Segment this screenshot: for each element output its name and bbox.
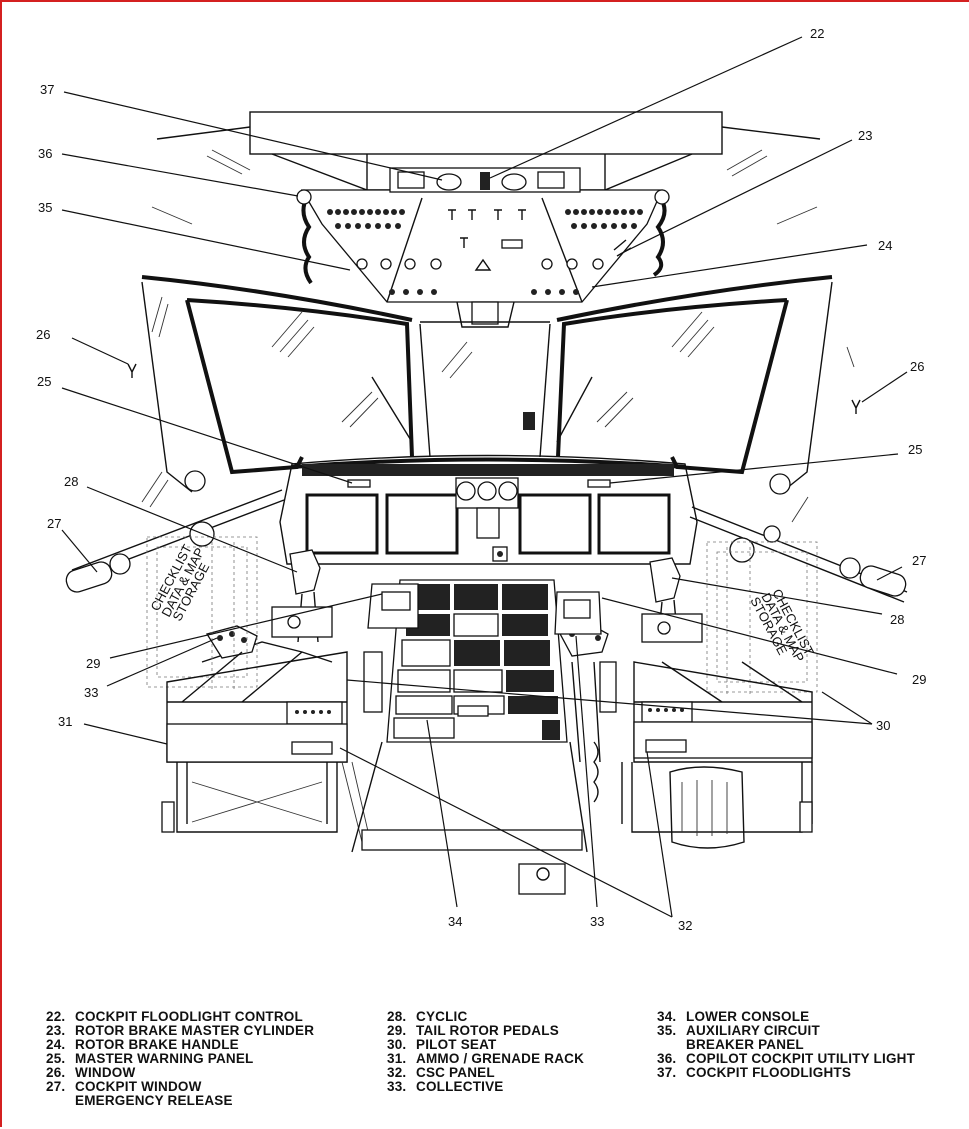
callout-35: 35	[38, 200, 52, 215]
tail-rotor-pedals-left	[367, 583, 419, 629]
legend-column-3: 34.LOWER CONSOLE 35. AUXILIARY CIRCUIT B…	[657, 1010, 915, 1080]
callout-33-right: 33	[590, 914, 604, 929]
callout-37: 37	[40, 82, 54, 97]
windshield-frame	[141, 275, 855, 523]
callout-25-left: 25	[37, 374, 51, 389]
mfd-1	[305, 493, 379, 555]
callout-27-right: 27	[912, 553, 926, 568]
cyclic-left	[271, 549, 333, 643]
overhead-console	[300, 167, 663, 328]
callout-34: 34	[448, 914, 462, 929]
tail-rotor-pedals-right	[554, 591, 602, 635]
emergency-release-right	[689, 473, 908, 603]
legend-column-1: 22.COCKPIT FLOODLIGHT CONTROL 23.ROTOR B…	[46, 1010, 314, 1108]
legend-item-30: 30.PILOT SEAT	[387, 1037, 497, 1052]
seat-left	[161, 651, 371, 843]
callout-25-right: 25	[908, 442, 922, 457]
cockpit-diagram: CHECKLIST DATA & MAP STORAGE CHECKLIST D…	[36, 26, 926, 933]
legend-item-26: 26.WINDOW	[46, 1065, 136, 1080]
legend-item-29: 29.TAIL ROTOR PEDALS	[387, 1023, 559, 1038]
callout-28-right: 28	[890, 612, 904, 627]
callout-24: 24	[878, 238, 892, 253]
cyclic-right	[641, 557, 703, 643]
cockpit-floor	[351, 651, 617, 895]
callout-29-left: 29	[86, 656, 100, 671]
legend-item-22: 22.COCKPIT FLOODLIGHT CONTROL	[46, 1009, 303, 1024]
legend-column-2: 28.CYCLIC 29.TAIL ROTOR PEDALS 30.PILOT …	[387, 1010, 584, 1094]
callout-26-right: 26	[910, 359, 924, 374]
callout-28-left: 28	[64, 474, 78, 489]
callout-23: 23	[858, 128, 872, 143]
legend-item-28: 28.CYCLIC	[387, 1009, 468, 1024]
callout-30: 30	[876, 718, 890, 733]
callout-32: 32	[678, 918, 692, 933]
legend-item-27: 27.COCKPIT WINDOW EMERGENCY RELEASE	[46, 1079, 233, 1108]
emergency-release-left	[65, 470, 285, 593]
legend-item-31: 31.AMMO / GRENADE RACK	[387, 1051, 585, 1066]
lower-console	[386, 579, 568, 743]
glass-reflections	[141, 296, 855, 523]
utility-light-cables	[296, 189, 670, 285]
callout-numbers: 22 23 24 25 25 26 26 27 27 28 28 29 29 3…	[36, 26, 926, 933]
legend-item-32: 32.CSC PANEL	[387, 1065, 495, 1080]
legend-item-25: 25.MASTER WARNING PANEL	[46, 1051, 254, 1066]
seat-right	[621, 661, 813, 849]
legend-item-33: 33.COLLECTIVE	[387, 1079, 504, 1094]
callout-29-right: 29	[912, 672, 926, 687]
callout-27-left: 27	[47, 516, 61, 531]
circuit-breaker-row-right	[565, 209, 643, 229]
legend: 22.COCKPIT FLOODLIGHT CONTROL 23.ROTOR B…	[2, 998, 969, 1129]
legend-item-37: 37.COCKPIT FLOODLIGHTS	[657, 1065, 852, 1080]
callout-36: 36	[38, 146, 52, 161]
overhead-switches	[356, 209, 604, 295]
mfd-4	[597, 493, 671, 555]
legend-item-23: 23.ROTOR BRAKE MASTER CYLINDER	[46, 1023, 315, 1038]
storage-panel-left: CHECKLIST DATA & MAP STORAGE	[146, 536, 258, 692]
callout-33-left: 33	[84, 685, 98, 700]
legend-item-34: 34.LOWER CONSOLE	[657, 1009, 810, 1024]
callout-26-left: 26	[36, 327, 50, 342]
legend-item-24: 24.ROTOR BRAKE HANDLE	[46, 1037, 239, 1052]
instrument-panel	[279, 454, 698, 565]
window-hinge-right	[851, 399, 861, 414]
legend-item-36: 36.COPILOT COCKPIT UTILITY LIGHT	[657, 1051, 916, 1066]
callout-22: 22	[810, 26, 824, 41]
mfd-3	[518, 493, 592, 555]
storage-panel-right: CHECKLIST DATA & MAP STORAGE	[706, 541, 818, 697]
leader-lines	[61, 36, 908, 918]
window-hinge-left	[127, 363, 137, 378]
mfd-2	[385, 493, 459, 555]
callout-31: 31	[58, 714, 72, 729]
legend-item-35: 35. AUXILIARY CIRCUIT BREAKER PANEL	[657, 1023, 820, 1052]
circuit-breaker-row-left	[327, 209, 405, 229]
